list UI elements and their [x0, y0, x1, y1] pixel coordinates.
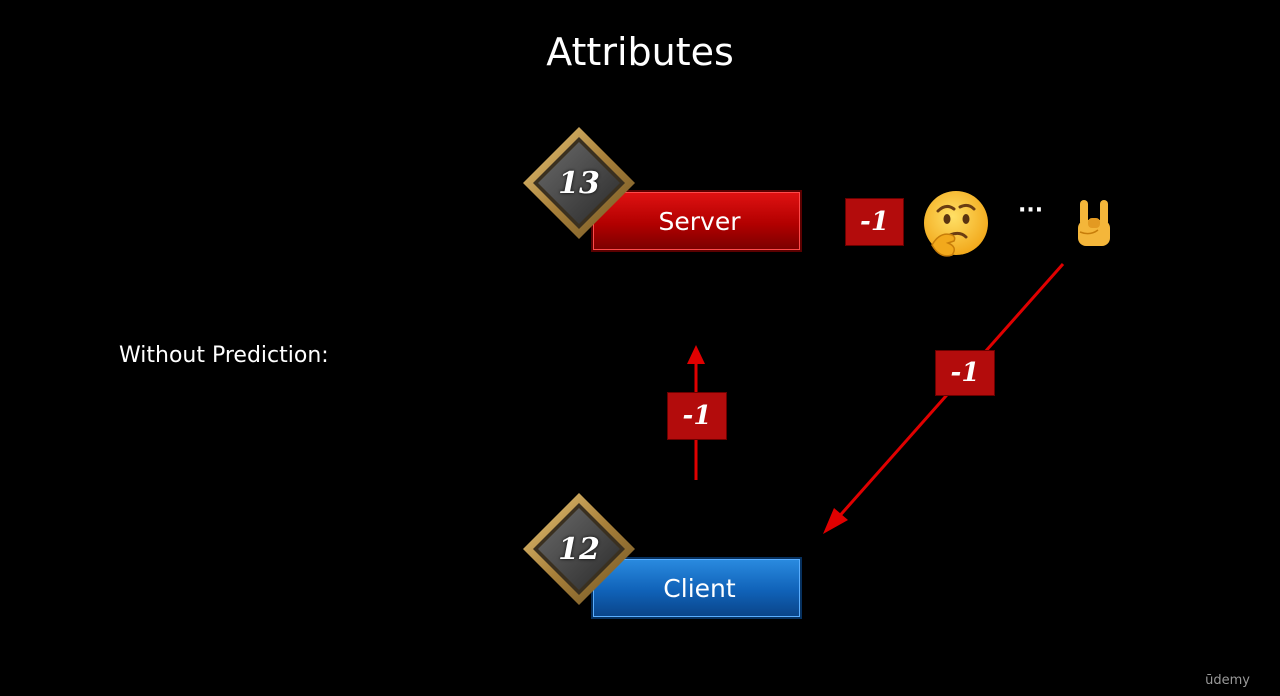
vertical-delta-label: -1 [667, 392, 727, 440]
diagonal-delta-label: -1 [935, 350, 995, 396]
server-label: Server [658, 206, 741, 236]
client-value-badge: 12 [523, 493, 635, 605]
client-value: 12 [558, 531, 600, 567]
udemy-watermark: ūdemy [1205, 673, 1250, 688]
slide-title: Attributes [546, 30, 734, 74]
without-prediction-label: Without Prediction: [119, 343, 329, 368]
diamond-badge-icon [523, 493, 635, 605]
thinking-face-icon [924, 191, 988, 257]
server-value-badge: 13 [523, 127, 635, 239]
server-delta-label: -1 [845, 198, 904, 246]
diamond-badge-icon [523, 127, 635, 239]
arrow-diagonal-icon [823, 263, 1065, 534]
server-value: 13 [558, 165, 600, 201]
ellipsis: ··· [1018, 198, 1044, 223]
client-label: Client [663, 573, 736, 603]
rock-hand-icon [1078, 200, 1110, 246]
